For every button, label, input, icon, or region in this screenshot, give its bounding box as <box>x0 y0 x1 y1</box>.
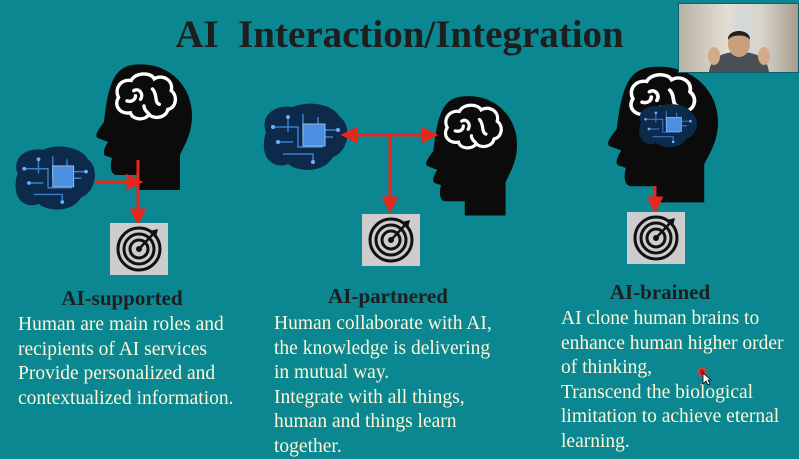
text-line: Human collaborate with AI, <box>274 312 492 337</box>
laser-pointer-cursor-icon <box>696 365 712 385</box>
target-icon <box>627 212 685 264</box>
red-double-arrow <box>344 129 435 210</box>
ai-circuit-brain-icon <box>264 104 348 170</box>
text-line: recipients of AI services <box>18 338 234 363</box>
text-line: Provide personalized and <box>18 362 234 387</box>
text-line: AI clone human brains to <box>561 307 784 332</box>
heading-ai-supported: AI-supported <box>2 286 242 311</box>
target-icon <box>362 214 420 266</box>
text-line: of thinking, <box>561 356 784 381</box>
text-line: in mutual way. <box>274 361 492 386</box>
ai-circuit-brain-icon <box>15 147 95 210</box>
text-line: human and things learn <box>274 410 492 435</box>
text-line: Transcend the biological <box>561 381 784 406</box>
text-line: learning. <box>561 430 784 455</box>
ai-supported-description: Human are main roles and recipients of A… <box>18 313 234 411</box>
human-head-with-ai-brain-icon <box>608 67 718 203</box>
text-line: Human are main roles and <box>18 313 234 338</box>
text-line: the knowledge is delivering <box>274 337 492 362</box>
ai-brained-diagram <box>595 58 745 268</box>
target-icon <box>110 223 168 275</box>
human-head-icon <box>426 96 517 215</box>
text-line: enhance human higher order <box>561 332 784 357</box>
text-line: Integrate with all things, <box>274 386 492 411</box>
text-line: contextualized information. <box>18 387 234 412</box>
heading-ai-brained: AI-brained <box>540 280 780 305</box>
ai-supported-diagram <box>0 55 260 280</box>
presenter-figure <box>679 4 798 72</box>
ai-partnered-diagram <box>250 90 540 270</box>
presenter-webcam-video[interactable] <box>678 3 799 73</box>
text-line: limitation to achieve eternal <box>561 405 784 430</box>
heading-ai-partnered: AI-partnered <box>268 284 508 309</box>
human-head-icon <box>96 64 192 190</box>
ai-brained-description: AI clone human brains to enhance human h… <box>561 307 784 454</box>
text-line: together. <box>274 435 492 459</box>
ai-partnered-description: Human collaborate with AI, the knowledge… <box>274 312 492 459</box>
